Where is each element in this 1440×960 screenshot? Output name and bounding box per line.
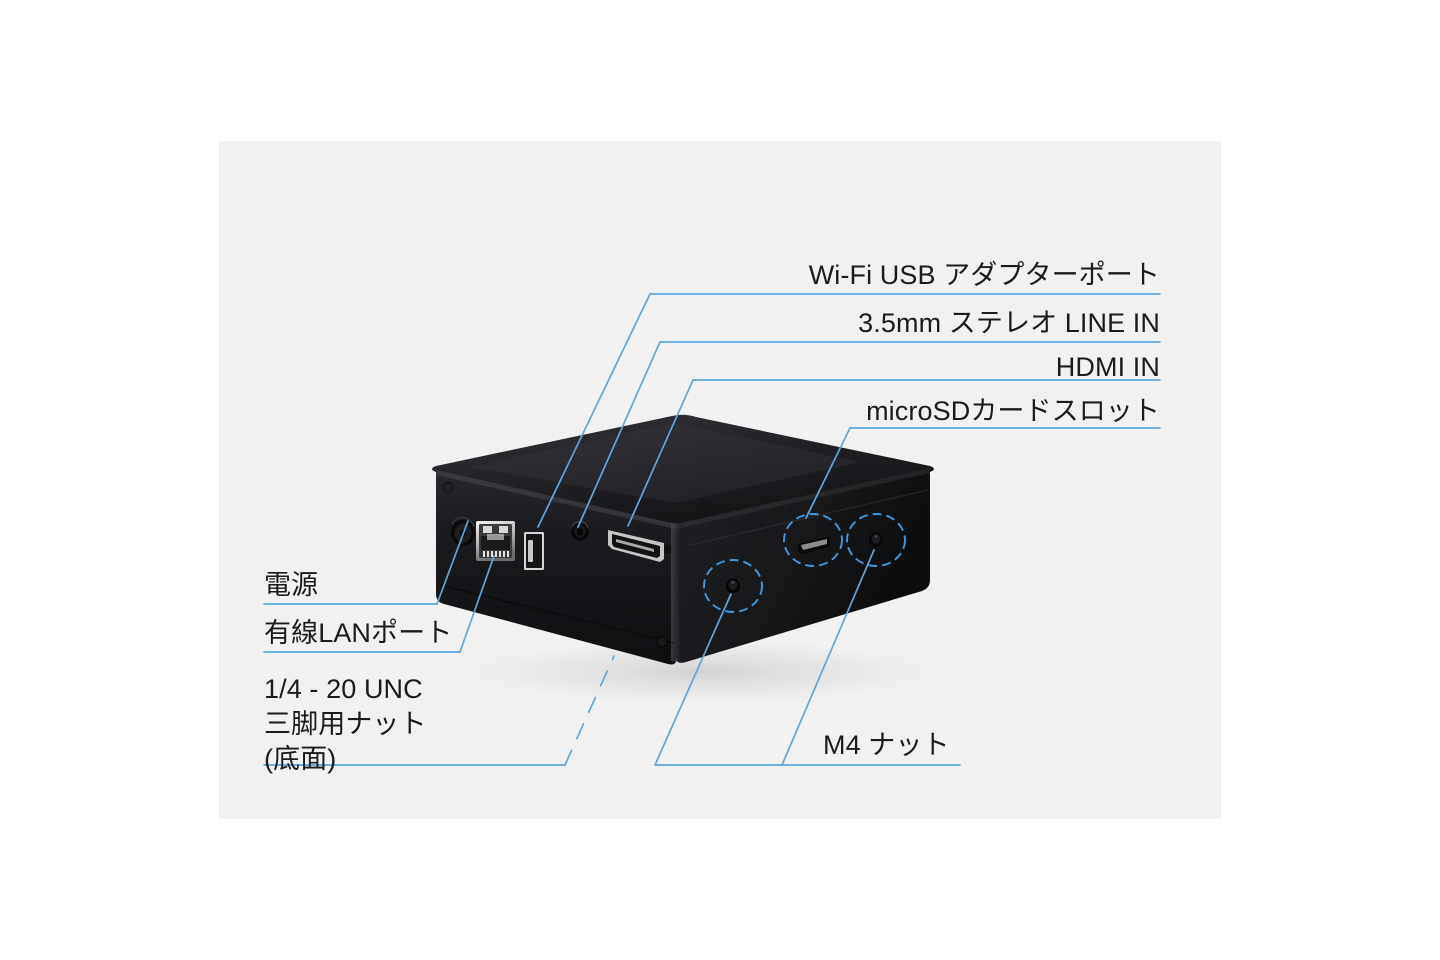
illustration-panel bbox=[219, 141, 1221, 819]
